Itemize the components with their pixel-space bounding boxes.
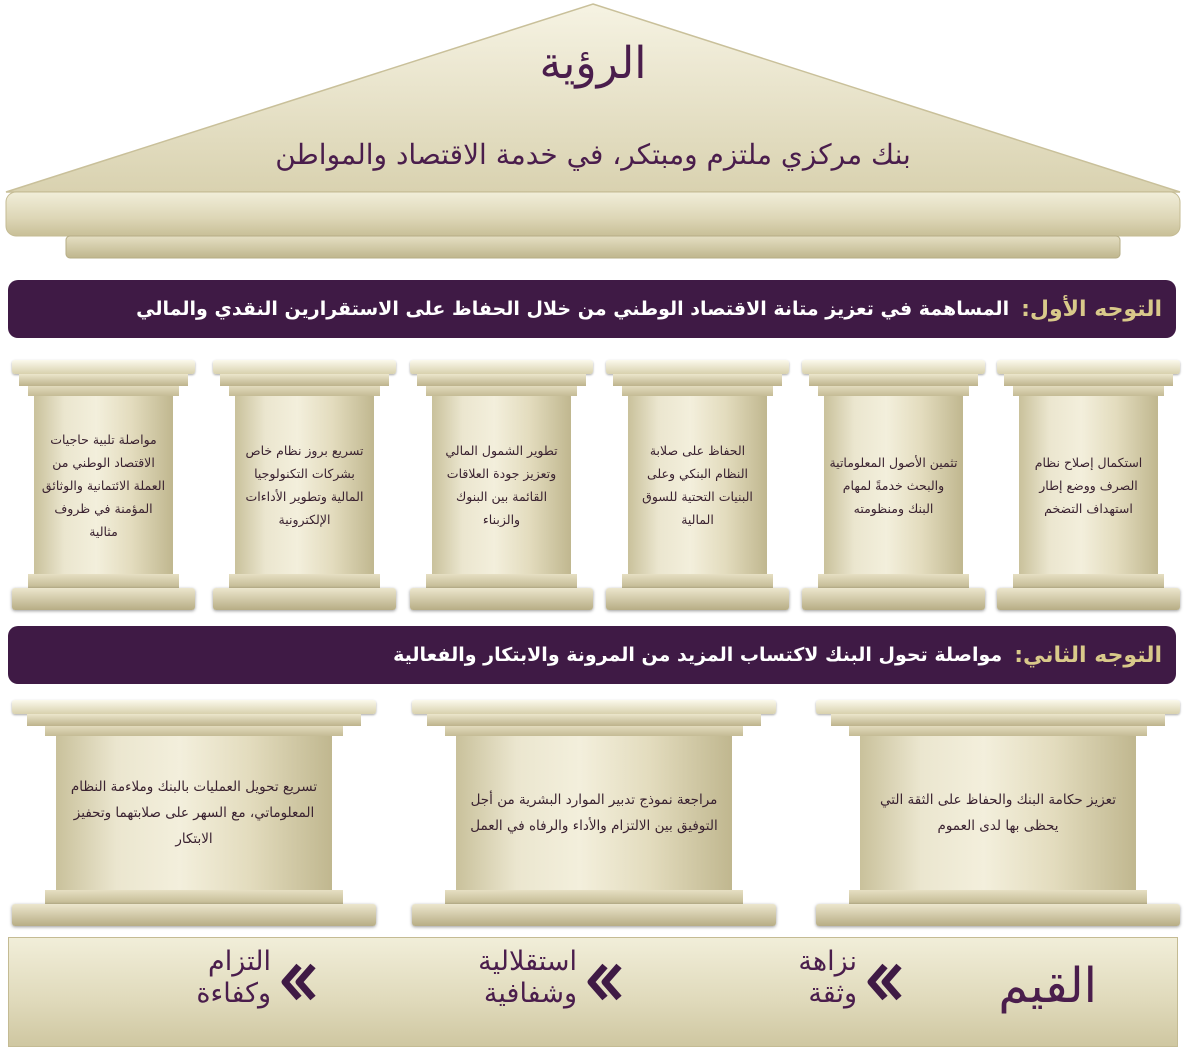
pillar-2-2: مراجعة نموذج تدبير الموارد البشرية من أج… bbox=[412, 700, 776, 926]
vision-title: الرؤية bbox=[539, 38, 647, 89]
pillar-1-1-text: استكمال إصلاح نظام الصرف ووضع إطار استهد… bbox=[1034, 454, 1143, 516]
pillar-1-6: مواصلة تلبية حاجيات الاقتصاد الوطني من ا… bbox=[12, 360, 195, 610]
vision-roof: الرؤية بنك مركزي ملتزم ومبتكر، في خدمة ا… bbox=[0, 0, 1186, 262]
pillar-1-2-text: تثمين الأصول المعلوماتية والبحث خدمةً لم… bbox=[829, 454, 958, 516]
value-3-line2: وكفاءة bbox=[196, 978, 271, 1009]
double-chevron-left-icon bbox=[281, 963, 316, 1001]
orientation-2-label: التوجه الثاني: bbox=[1014, 642, 1162, 668]
values-title: القيم bbox=[998, 958, 1097, 1014]
value-1-line2: وثقة bbox=[808, 978, 857, 1009]
value-3-line1: التزام bbox=[208, 946, 271, 977]
values-bar: القيم نزاهة وثقة استقلالية وشفافية التزا… bbox=[8, 937, 1178, 1047]
value-item-3: التزام وكفاءة bbox=[196, 946, 319, 1010]
pillar-2-1-text: تعزيز حكامة البنك والحفاظ على الثقة التي… bbox=[880, 792, 1116, 834]
orientation-1-banner: التوجه الأول: المساهمة في تعزيز متانة ال… bbox=[8, 280, 1176, 338]
pillar-2-2-text: مراجعة نموذج تدبير الموارد البشرية من أج… bbox=[470, 792, 718, 834]
pillar-1-6-text: مواصلة تلبية حاجيات الاقتصاد الوطني من ا… bbox=[41, 431, 166, 539]
pillar-1-2: تثمين الأصول المعلوماتية والبحث خدمةً لم… bbox=[802, 360, 985, 610]
pillar-2-1: تعزيز حكامة البنك والحفاظ على الثقة التي… bbox=[816, 700, 1180, 926]
value-2-line1: استقلالية bbox=[478, 946, 577, 977]
pillar-1-5-text: تسريع بروز نظام خاص بشركات التكنولوجيا ا… bbox=[245, 443, 364, 527]
orientation-2-text: مواصلة تحول البنك لاكتساب المزيد من المر… bbox=[393, 644, 1003, 666]
value-1-line1: نزاهة bbox=[798, 946, 857, 977]
pillar-2-3: تسريع تحويل العمليات بالبنك وملاءمة النظ… bbox=[12, 700, 376, 926]
double-chevron-left-icon bbox=[867, 963, 902, 1001]
pillar-1-1: استكمال إصلاح نظام الصرف ووضع إطار استهد… bbox=[997, 360, 1180, 610]
pillar-2-3-text: تسريع تحويل العمليات بالبنك وملاءمة النظ… bbox=[70, 779, 318, 847]
pillar-1-3: الحفاظ على صلابة النظام البنكي وعلى البن… bbox=[606, 360, 789, 610]
value-2-line2: وشفافية bbox=[483, 978, 577, 1009]
pillar-1-3-text: الحفاظ على صلابة النظام البنكي وعلى البن… bbox=[642, 443, 753, 527]
pillar-1-4-text: تطوير الشمول المالي وتعزيز جودة العلاقات… bbox=[445, 443, 558, 527]
pillar-1-4: تطوير الشمول المالي وتعزيز جودة العلاقات… bbox=[410, 360, 593, 610]
pillar-1-5: تسريع بروز نظام خاص بشركات التكنولوجيا ا… bbox=[213, 360, 396, 610]
orientation-2-banner: التوجه الثاني: مواصلة تحول البنك لاكتساب… bbox=[8, 626, 1176, 684]
double-chevron-left-icon bbox=[587, 963, 622, 1001]
roof-shape bbox=[5, 3, 1181, 259]
orientation-1-label: التوجه الأول: bbox=[1021, 296, 1162, 322]
value-item-2: استقلالية وشفافية bbox=[478, 946, 625, 1010]
orientation-1-text: المساهمة في تعزيز متانة الاقتصاد الوطني … bbox=[136, 298, 1010, 320]
value-item-1: نزاهة وثقة bbox=[798, 946, 905, 1010]
vision-statement: بنك مركزي ملتزم ومبتكر، في خدمة الاقتصاد… bbox=[275, 138, 911, 171]
